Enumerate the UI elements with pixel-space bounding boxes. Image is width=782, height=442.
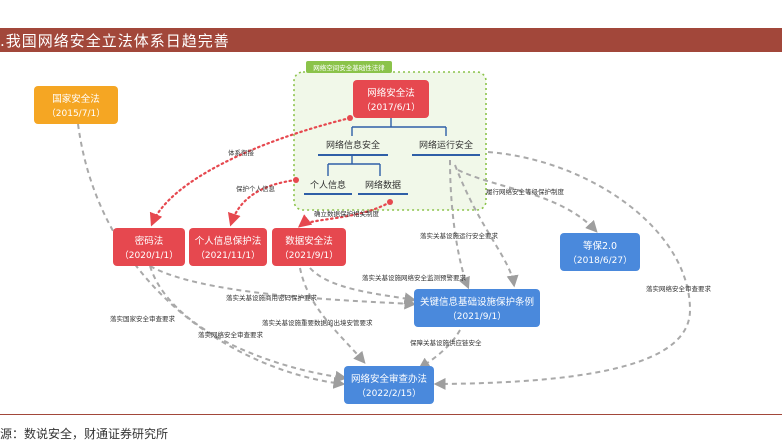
label-supply-chain: 保障关基设施供应链安全 (410, 338, 482, 347)
edge-cii-to-review (418, 329, 461, 370)
red-dot-netdata (387, 199, 393, 205)
svg-text:个人信息保护法: 个人信息保护法 (195, 235, 262, 247)
tree-info-label: 网络信息安全 (326, 139, 380, 151)
node-cii: 关键信息基础设施保护条例 （2021/9/1） (414, 289, 540, 327)
node-data-law: 数据安全法 （2021/9/1） (272, 228, 346, 266)
svg-text:（2021/9/1）: （2021/9/1） (280, 250, 338, 261)
tree-underlines (304, 154, 480, 195)
node-crypto-law: 密码法 （2020/1/1） (113, 228, 185, 266)
label-system-link: 体系衔接 (228, 148, 255, 157)
page-title: .我国网络安全立法体系日趋完善 (0, 32, 230, 50)
edge-ops-to-cii-monitor (454, 164, 519, 288)
label-crypto-cii: 落实关基设施商用密码保护要求 (226, 293, 318, 302)
edge-crypto-to-cii (149, 265, 417, 310)
svg-text:（2022/2/15）: （2022/2/15） (357, 388, 421, 399)
node-mlps: 等保2.0 （2018/6/27） (560, 233, 640, 271)
edge-data-to-cii (309, 267, 417, 305)
edge-ops-to-mlps (457, 169, 598, 233)
tree-netdata-label: 网络数据 (365, 179, 401, 191)
footer-divider (0, 414, 782, 415)
svg-text:（2018/6/27）: （2018/6/27） (568, 255, 632, 266)
svg-text:（2017/6/1）: （2017/6/1） (362, 102, 420, 113)
red-dot-personal (293, 177, 299, 183)
label-cii-monitor: 落实关基设施网络安全监测预警要求 (362, 273, 467, 282)
label-protect-pi: 保护个人信息 (236, 184, 276, 193)
label-mlps-impl: 履行网络安全等级保护制度 (486, 187, 565, 196)
svg-text:网络安全审查办法: 网络安全审查办法 (351, 373, 427, 385)
label-national-review: 落实国家安全审查要求 (110, 314, 176, 323)
header-bar: .我国网络安全立法体系日趋完善 (0, 28, 782, 52)
source-note: 源：数说安全，财通证券研究所 (0, 427, 169, 441)
svg-text:（2020/1/1）: （2020/1/1） (120, 250, 178, 261)
svg-text:（2021/11/1）: （2021/11/1） (196, 250, 260, 261)
svg-text:网络安全法: 网络安全法 (367, 87, 415, 99)
red-edges (149, 116, 392, 228)
svg-text:密码法: 密码法 (135, 235, 164, 247)
svg-text:国家安全法: 国家安全法 (52, 93, 100, 105)
label-mlps-review: 落实网络安全审查要求 (646, 284, 712, 293)
edge-ops-to-cii (449, 159, 470, 290)
node-cyber-law: 网络安全法 （2017/6/1） (353, 80, 429, 118)
node-national-law: 国家安全法 （2015/7/1） (34, 86, 118, 124)
red-dot-cyber (347, 115, 353, 121)
edge-crypto-to-review (149, 265, 348, 383)
label-cii-ops: 落实关基设施运行安全要求 (420, 231, 499, 240)
edge-personal-to-pi (227, 178, 298, 227)
edge-netdata-to-data (297, 200, 392, 228)
group-label: 网络空间安全基础性法律 (313, 63, 385, 72)
edge-cyber-to-crypto (149, 116, 352, 227)
label-data-review: 落实关基设施重要数据的出境安管要求 (262, 318, 373, 327)
gray-edges (77, 123, 692, 390)
svg-text:关键信息基础设施保护条例: 关键信息基础设施保护条例 (420, 296, 534, 308)
svg-text:（2021/9/1）: （2021/9/1） (448, 311, 506, 322)
group-label-badge (306, 61, 392, 73)
edge-data-to-review (299, 267, 366, 364)
node-pi-law: 个人信息保护法 （2021/11/1） (189, 228, 267, 266)
tree-connectors (327, 118, 447, 176)
label-data-rules: 确立数据保护相关制度 (314, 209, 380, 218)
tree-ops-label: 网络运行安全 (419, 139, 473, 151)
node-review: 网络安全审查办法 （2022/2/15） (344, 366, 434, 404)
svg-text:等保2.0: 等保2.0 (583, 240, 617, 252)
label-review-req: 落实网络安全审查要求 (198, 330, 264, 339)
tree-personal-label: 个人信息 (310, 179, 346, 191)
svg-text:数据安全法: 数据安全法 (285, 235, 333, 247)
svg-text:（2015/7/1）: （2015/7/1） (47, 108, 105, 119)
